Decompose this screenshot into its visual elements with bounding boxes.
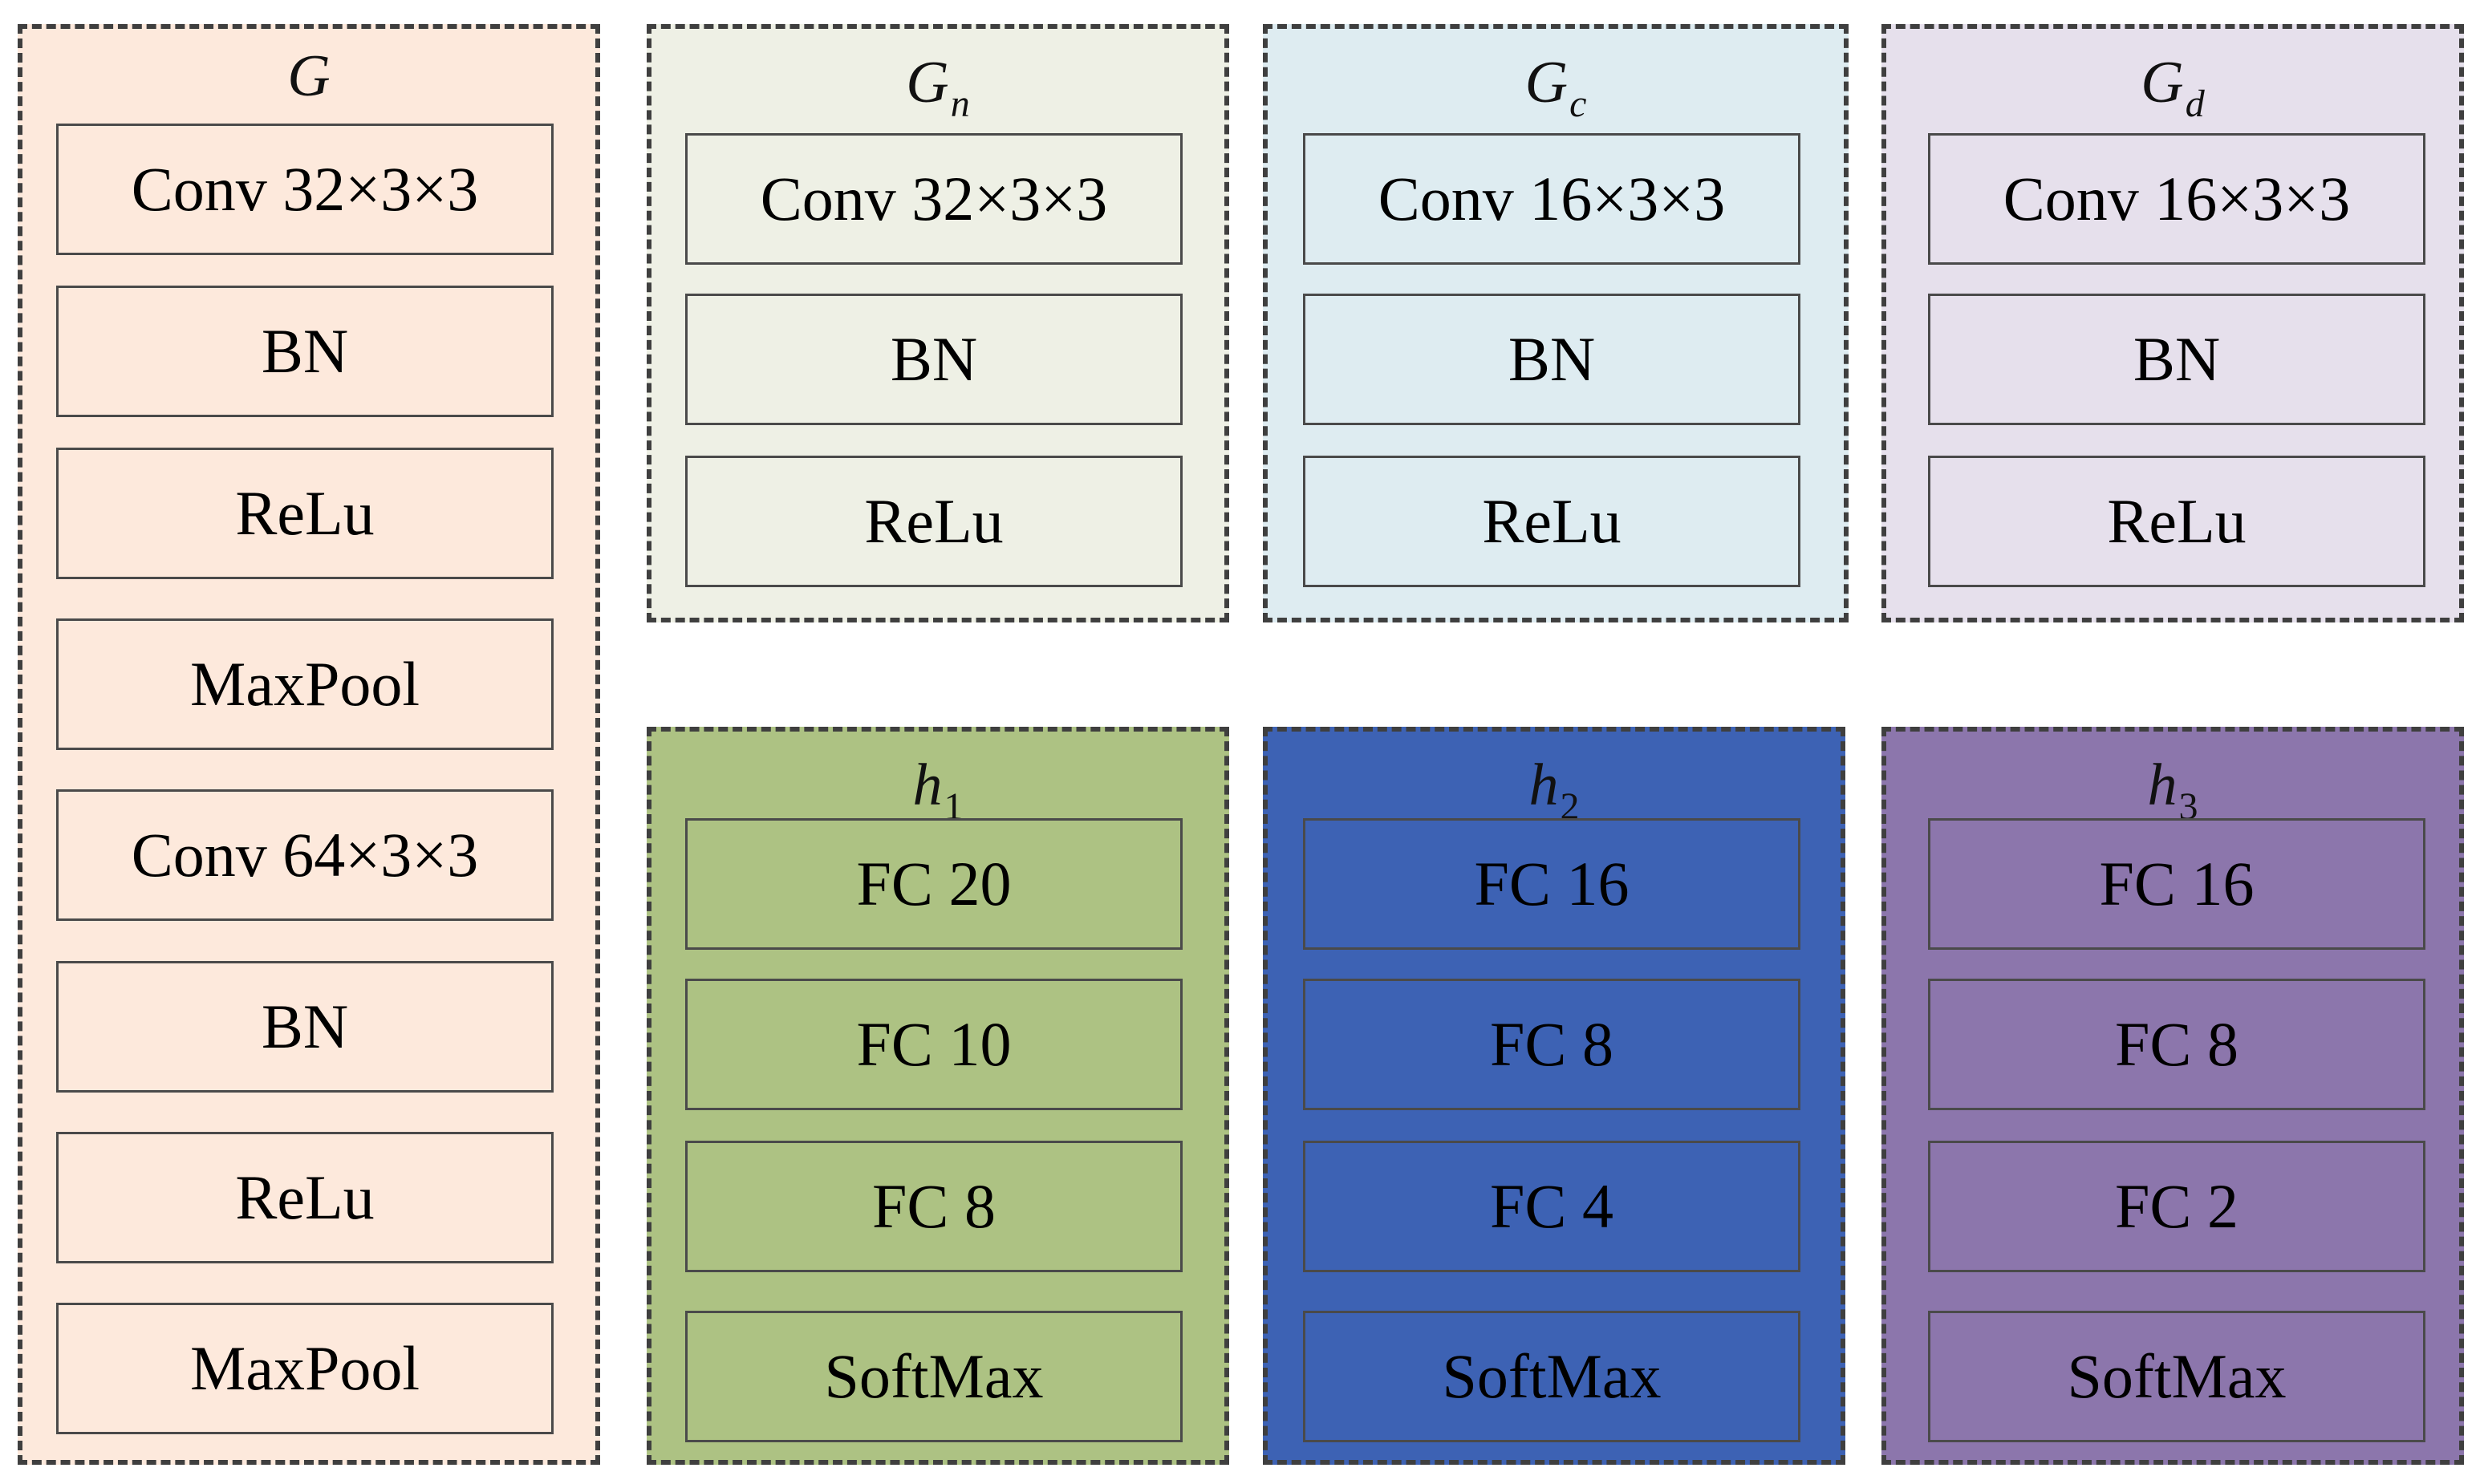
panel-h3-title-main: h	[2147, 752, 2178, 818]
panel-Gd-title: Gd	[1886, 53, 2459, 124]
layer-Gn-1: Conv 32×3×3	[685, 133, 1183, 265]
panel-h1-title-main: h	[912, 752, 943, 818]
layer-h1-3: FC 8	[685, 1141, 1183, 1272]
panel-h3: h3 FC 16 FC 8 FC 2 SoftMax	[1881, 727, 2464, 1465]
layer-G-6: BN	[56, 961, 554, 1093]
layer-h3-2: FC 8	[1928, 979, 2425, 1110]
layer-h2-4: SoftMax	[1303, 1311, 1800, 1442]
layer-G-8: MaxPool	[56, 1303, 554, 1434]
layer-G-4: MaxPool	[56, 618, 554, 750]
layer-h1-4: SoftMax	[685, 1311, 1183, 1442]
layer-h3-3: FC 2	[1928, 1141, 2425, 1272]
panel-h2-title: h2	[1268, 756, 1841, 826]
panel-Gd-title-main: G	[2141, 50, 2184, 116]
panel-h2-title-main: h	[1528, 752, 1559, 818]
layer-Gc-2: BN	[1303, 294, 1800, 425]
layer-h3-1: FC 16	[1928, 818, 2425, 950]
layer-h2-3: FC 4	[1303, 1141, 1800, 1272]
panel-Gc: Gc Conv 16×3×3 BN ReLu	[1263, 24, 1849, 622]
layer-Gn-3: ReLu	[685, 456, 1183, 587]
panel-h1-title: h1	[651, 756, 1224, 826]
layer-Gd-2: BN	[1928, 294, 2425, 425]
panel-Gc-title-sub: c	[1569, 83, 1587, 125]
panel-Gn-title-main: G	[906, 50, 949, 116]
panel-Gn: Gn Conv 32×3×3 BN ReLu	[647, 24, 1229, 622]
layer-G-1: Conv 32×3×3	[56, 124, 554, 255]
layer-h2-2: FC 8	[1303, 979, 1800, 1110]
layer-G-3: ReLu	[56, 448, 554, 579]
panel-Gc-title-main: G	[1524, 50, 1569, 116]
panel-G-title: G	[22, 47, 595, 106]
layer-h3-4: SoftMax	[1928, 1311, 2425, 1442]
panel-h1: h1 FC 20 FC 10 FC 8 SoftMax	[647, 727, 1229, 1465]
layer-h1-1: FC 20	[685, 818, 1183, 950]
layer-Gd-1: Conv 16×3×3	[1928, 133, 2425, 265]
layer-h2-1: FC 16	[1303, 818, 1800, 950]
layer-G-2: BN	[56, 286, 554, 417]
panel-h3-title: h3	[1886, 756, 2459, 826]
layer-Gd-3: ReLu	[1928, 456, 2425, 587]
panel-h2: h2 FC 16 FC 8 FC 4 SoftMax	[1263, 727, 1845, 1465]
panel-Gd: Gd Conv 16×3×3 BN ReLu	[1881, 24, 2464, 622]
panel-G: G Conv 32×3×3 BN ReLu MaxPool Conv 64×3×…	[18, 24, 600, 1465]
layer-Gc-3: ReLu	[1303, 456, 1800, 587]
layer-h1-2: FC 10	[685, 979, 1183, 1110]
layer-G-5: Conv 64×3×3	[56, 789, 554, 921]
layer-Gn-2: BN	[685, 294, 1183, 425]
layer-Gc-1: Conv 16×3×3	[1303, 133, 1800, 265]
panel-Gd-title-sub: d	[2185, 83, 2205, 125]
panel-Gn-title-sub: n	[950, 83, 970, 125]
panel-Gc-title: Gc	[1268, 53, 1844, 124]
panel-Gn-title: Gn	[651, 53, 1224, 124]
panel-G-title-main: G	[287, 43, 331, 109]
layer-G-7: ReLu	[56, 1132, 554, 1263]
